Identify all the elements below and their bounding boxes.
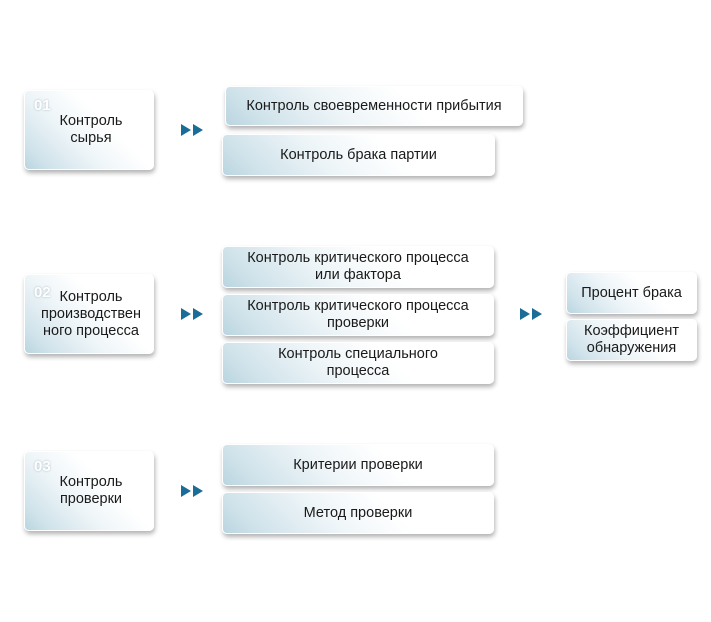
double-arrow-right-icon [181, 485, 203, 497]
double-arrow-right-icon [520, 308, 542, 320]
control-label: Контроль брака партии [280, 146, 437, 163]
control-box-inspection-criteria: Критерии проверки [222, 444, 494, 486]
control-label: Контроль критического процесса или факто… [247, 250, 469, 283]
control-label: Критерии проверки [293, 456, 423, 473]
category-number: 02 [34, 284, 51, 301]
result-box-defect-rate: Процент брака [566, 272, 697, 314]
result-box-detection-rate: Коэффициент обнаружения [566, 319, 697, 361]
category-label: Контроль сырья [59, 113, 123, 146]
control-label: Контроль специального процесса [278, 346, 438, 379]
double-arrow-right-icon [181, 308, 203, 320]
result-label: Процент брака [581, 284, 682, 301]
control-box-critical-process-inspection: Контроль критического процесса проверки [222, 294, 494, 336]
control-label: Контроль своевременности прибытия [246, 97, 502, 114]
control-box-arrival-timeliness: Контроль своевременности прибытия [225, 86, 523, 126]
control-label: Контроль критического процесса проверки [247, 298, 469, 331]
control-label: Метод проверки [303, 504, 413, 521]
category-number: 03 [34, 458, 51, 475]
category-box-raw-materials: 01 Контроль сырья [24, 90, 154, 170]
control-box-critical-process-factor: Контроль критического процесса или факто… [222, 246, 494, 288]
category-box-inspection: 03 Контроль проверки [24, 451, 154, 531]
control-box-inspection-method: Метод проверки [222, 492, 494, 534]
control-box-batch-defects: Контроль брака партии [222, 134, 495, 176]
category-label: Контроль проверки [59, 474, 123, 507]
double-arrow-right-icon [181, 124, 203, 136]
control-box-special-process: Контроль специального процесса [222, 342, 494, 384]
category-label: Контроль производствен ного процесса [41, 288, 141, 339]
result-label: Коэффициент обнаружения [584, 323, 679, 356]
category-box-production-process: 02 Контроль производствен ного процесса [24, 274, 154, 354]
category-number: 01 [34, 97, 51, 114]
